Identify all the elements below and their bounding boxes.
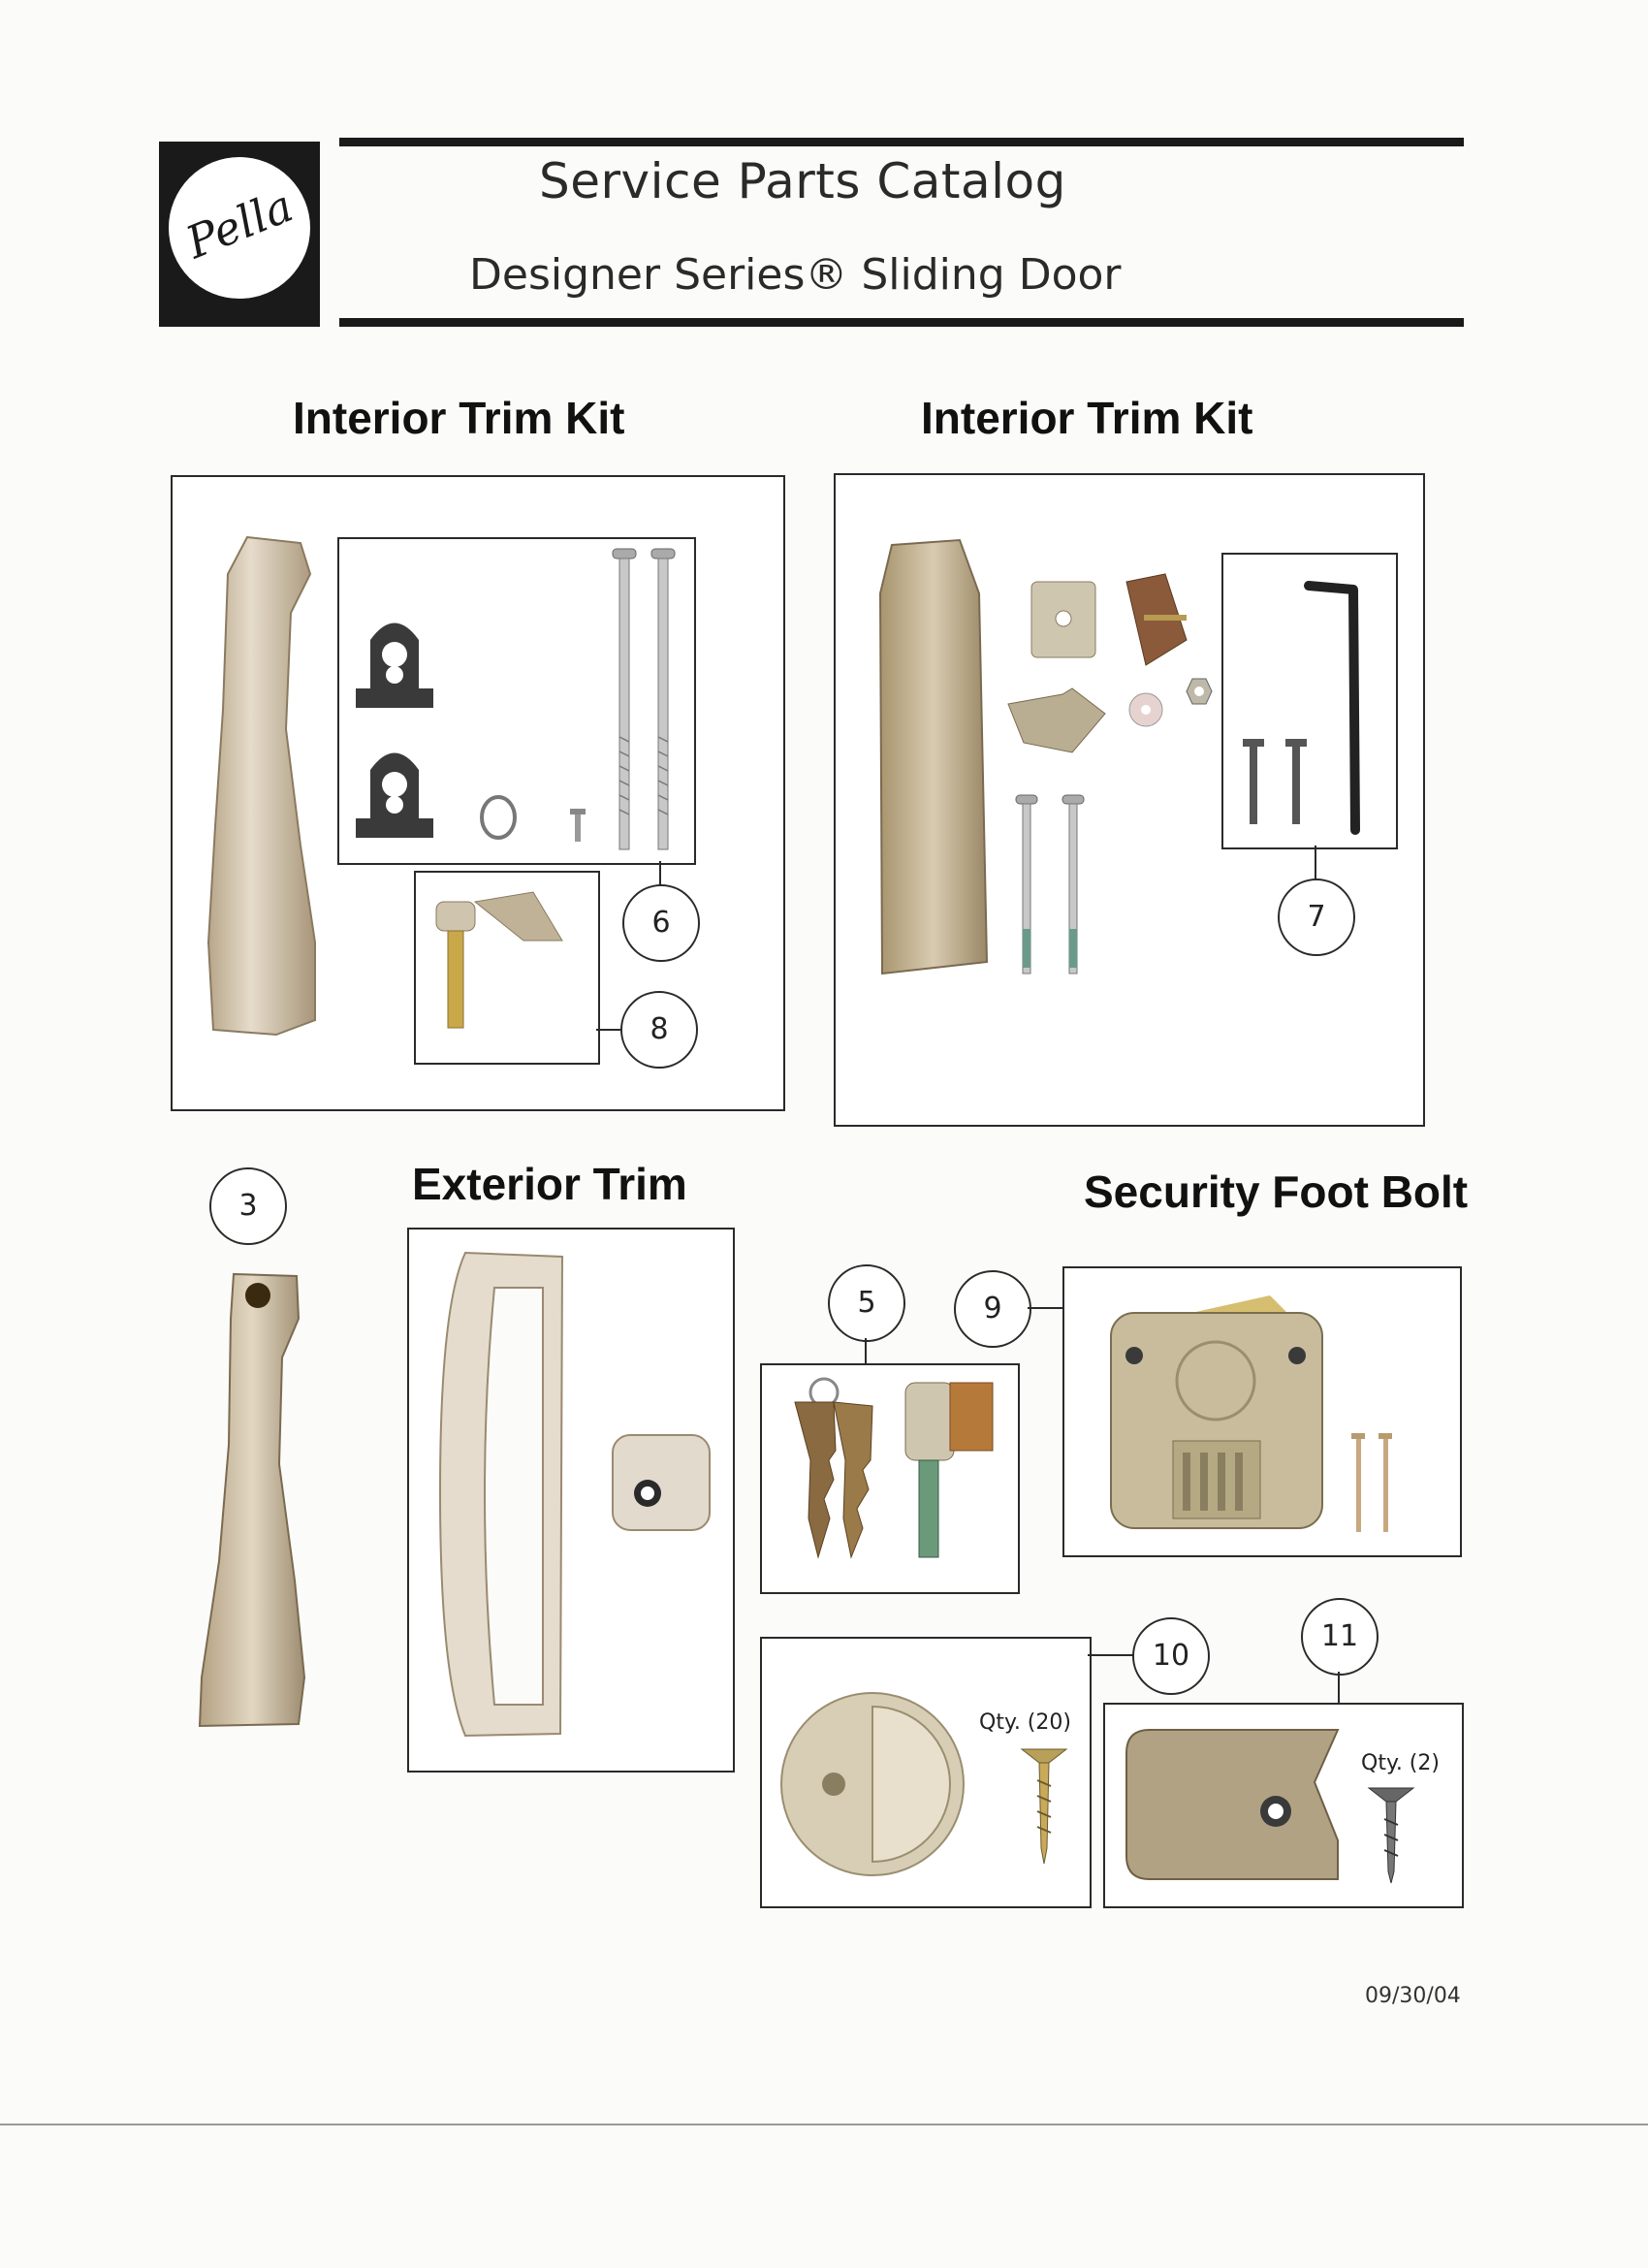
callout-8: 8 <box>620 991 698 1069</box>
section-title-exterior-trim: Exterior Trim <box>412 1159 687 1209</box>
logo: Pella <box>159 136 320 320</box>
screws-icon <box>1243 739 1307 824</box>
escutcheon-plate-icon <box>1030 581 1096 658</box>
catalog-date: 09/30/04 <box>1365 1984 1461 2008</box>
nut-icon <box>1186 678 1213 705</box>
mounting-bracket-icon <box>356 623 433 708</box>
spring-washer-icon <box>480 795 517 840</box>
wood-screw-icon <box>1367 1787 1415 1884</box>
roller-cap-image <box>780 1692 965 1876</box>
thumb-turn-image <box>435 891 563 1029</box>
logo-text: Pella <box>178 178 301 270</box>
leader-line <box>1315 846 1316 880</box>
small-screw-icon <box>570 809 586 842</box>
long-screw-icon <box>612 548 676 850</box>
qty-label-10: Qty. (20) <box>979 1710 1071 1735</box>
exterior-pull-image <box>438 1251 564 1738</box>
leader-line <box>1088 1654 1134 1656</box>
qty-label-11: Qty. (2) <box>1361 1751 1440 1775</box>
leader-line <box>596 1029 623 1031</box>
callout-11: 11 <box>1301 1598 1379 1676</box>
page-subtitle: Designer Series® Sliding Door <box>469 250 1122 300</box>
page-edge <box>0 2124 1648 2125</box>
thumb-turn-icon <box>1007 687 1106 753</box>
wood-screws-icon <box>1351 1433 1392 1532</box>
section-title-security-foot-bolt: Security Foot Bolt <box>1084 1166 1469 1217</box>
washer-icon <box>1128 692 1163 727</box>
long-screw-icon <box>1015 794 1085 974</box>
callout-6: 6 <box>622 884 700 962</box>
callout-7: 7 <box>1278 878 1355 956</box>
logo-circle: Pella <box>169 157 310 299</box>
interior-pull-image <box>878 538 989 975</box>
lock-cylinder-icon <box>904 1382 994 1558</box>
callout-3: 3 <box>209 1167 287 1245</box>
logo-rule-bottom <box>159 318 320 327</box>
exterior-handle-image <box>198 1272 306 1728</box>
callout-9: 9 <box>954 1270 1031 1348</box>
header-rule-bottom <box>339 318 1464 327</box>
leader-line <box>1338 1672 1340 1705</box>
keys-icon <box>794 1377 873 1559</box>
keeper-plate-image <box>1125 1729 1340 1880</box>
interior-handle-image <box>206 535 316 1037</box>
header-rule-top <box>339 138 1464 146</box>
section-title-interior-trim-right: Interior Trim Kit <box>921 393 1253 443</box>
section-title-interior-trim-left: Interior Trim Kit <box>293 393 625 443</box>
leader-line <box>659 861 661 890</box>
exterior-escutcheon-image <box>612 1434 711 1531</box>
latch-plate-icon <box>1125 573 1188 666</box>
mounting-bracket-icon <box>356 752 433 838</box>
callout-10: 10 <box>1132 1617 1210 1695</box>
wood-screw-icon <box>1020 1748 1068 1865</box>
leader-line <box>865 1338 867 1363</box>
foot-bolt-image <box>1110 1295 1323 1529</box>
callout-5: 5 <box>828 1264 905 1342</box>
page-title: Service Parts Catalog <box>539 153 1066 209</box>
hex-key-icon <box>1304 581 1360 835</box>
leader-line <box>1028 1307 1062 1309</box>
